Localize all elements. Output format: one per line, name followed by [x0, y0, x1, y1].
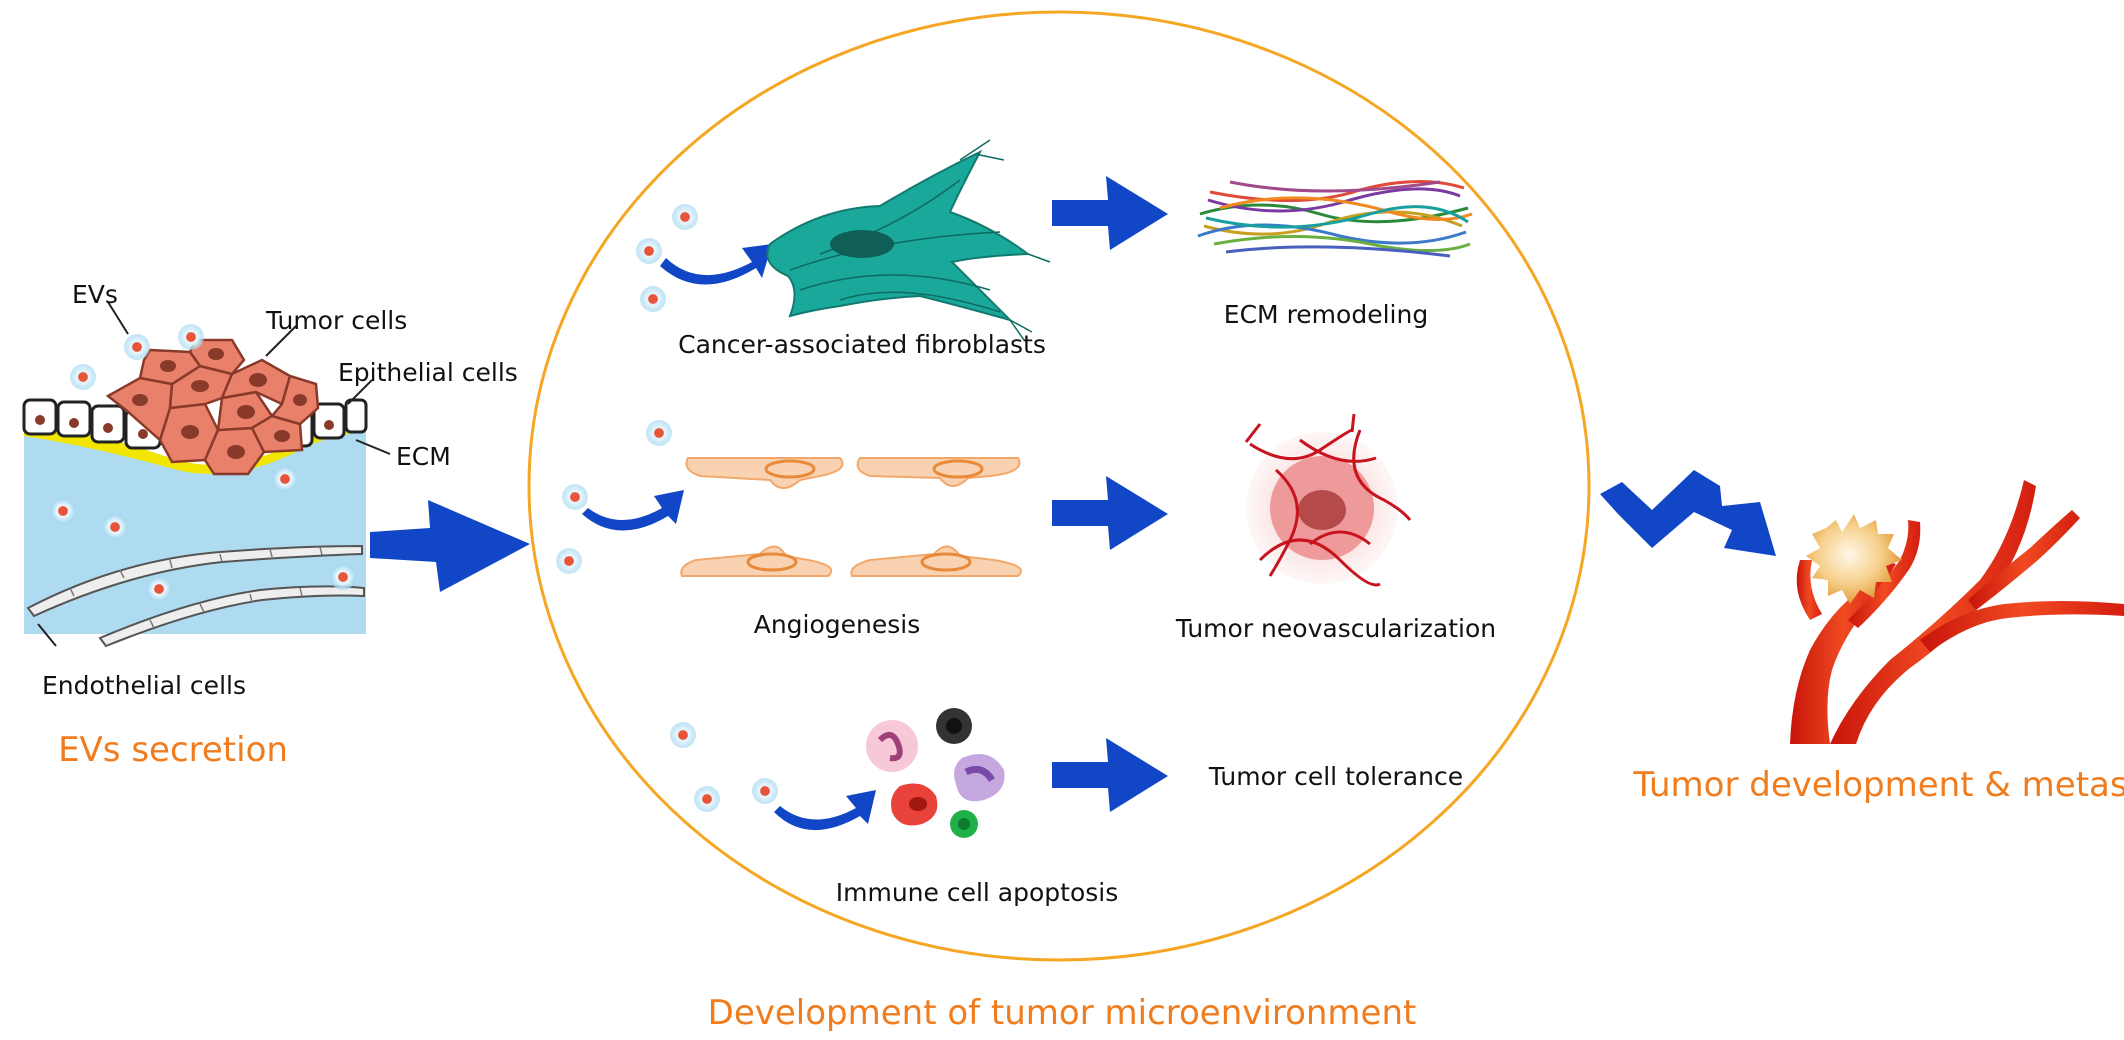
ev-vesicle-icon	[672, 204, 698, 230]
tumor-vessel-icon	[1244, 413, 1412, 587]
flow-arrow-to-microenvironment	[370, 500, 530, 592]
endothelial-cells-icon	[680, 457, 1022, 577]
ev-vesicle-icon	[562, 484, 588, 510]
ev-vesicle-icon	[694, 786, 720, 812]
ev-vesicle-icon	[178, 324, 204, 350]
fibroblast-icon	[766, 139, 1051, 341]
curved-arrow-icon	[660, 244, 772, 285]
endothelial-cell-borders	[69, 546, 323, 629]
microenvironment-circle	[527, 10, 1591, 962]
row3-effect-label: Tumor cell tolerance	[1208, 762, 1464, 791]
immune-cell-icon	[866, 708, 1005, 838]
evs-secretion-title: EVs secretion	[58, 730, 288, 770]
endothelial-cell-icon	[98, 585, 365, 648]
curved-arrow-icon	[774, 790, 876, 831]
ecm-fiber-icon	[1197, 179, 1473, 258]
ev-vesicle-icon	[670, 722, 696, 748]
left-panel	[22, 301, 530, 648]
ev-vesicle-icon	[124, 334, 150, 360]
evs-label: EVs	[72, 280, 118, 309]
ev-vesicle-icon	[556, 548, 582, 574]
ev-vesicle-icon	[146, 576, 172, 602]
row2-effect-label: Tumor neovascularization	[1175, 614, 1497, 643]
tumor-cells-label: Tumor cells	[266, 306, 408, 335]
endothelial-cells-label: Endothelial cells	[42, 671, 246, 700]
row1-cause-label: Cancer-associated fibroblasts	[678, 330, 1046, 359]
metastatic-tumor-icon	[1790, 480, 2124, 744]
microenvironment-title: Development of tumor microenvironment	[707, 993, 1417, 1033]
curved-arrow-icon	[582, 490, 684, 531]
ev-vesicle-icon	[330, 564, 356, 590]
row3-cause-label: Immune cell apoptosis	[835, 878, 1119, 907]
ecm-label: ECM	[396, 442, 451, 471]
center-panel	[556, 139, 1473, 838]
flow-arrow-row3	[1052, 738, 1168, 812]
ev-vesicle-icon	[102, 514, 128, 540]
ev-vesicle-icon	[646, 420, 672, 446]
metastasis-title: Tumor development & metastasis	[1633, 765, 2124, 805]
ev-vesicle-icon	[70, 364, 96, 390]
epithelial-cell-icon	[344, 398, 368, 434]
ev-vesicle-icon	[640, 286, 666, 312]
endothelial-cell-icon	[26, 544, 363, 618]
row2-cause-label: Angiogenesis	[753, 610, 921, 639]
row1-effect-label: ECM remodeling	[1223, 300, 1429, 329]
zigzag-arrow-icon	[1600, 470, 1776, 556]
ev-vesicle-icon	[50, 498, 76, 524]
right-panel	[1600, 470, 2124, 744]
tumor-nuclei	[132, 348, 307, 459]
leader-lines	[37, 301, 391, 647]
flow-arrow-row1	[1052, 176, 1168, 250]
ev-vesicle-icon	[752, 778, 778, 804]
ev-vesicle-icon	[272, 466, 298, 492]
epithelial-cells-label: Epithelial cells	[338, 358, 518, 387]
flow-arrow-row2	[1052, 476, 1168, 550]
ev-vesicle-icon	[636, 238, 662, 264]
